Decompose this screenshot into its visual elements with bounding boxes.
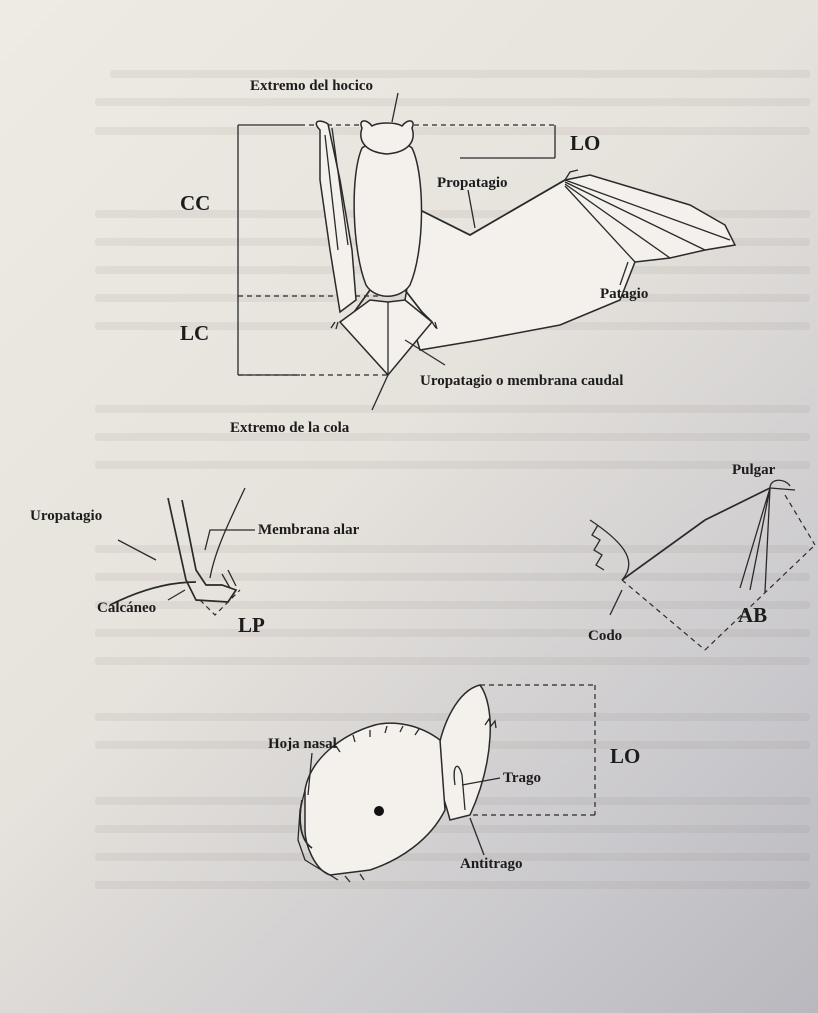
lo-right-bracket — [460, 125, 555, 158]
lower-leg-foot — [168, 498, 236, 602]
label-hoja-nasal: Hoja nasal — [268, 736, 337, 752]
snout-leader — [392, 93, 398, 122]
left-folded-wing — [316, 121, 356, 312]
right-wing-membrane — [405, 175, 735, 350]
calcaneo-leader — [168, 590, 185, 600]
forearm-figure: Pulgar Codo AB — [588, 462, 815, 650]
ab-dashed-measure — [622, 495, 815, 650]
foot-calcaneus-figure: Uropatagio Membrana alar Calcáneo LP — [30, 488, 360, 637]
membrana-alar-leader — [205, 530, 255, 550]
antitrago-leader — [470, 818, 484, 855]
label-antitrago: Antitrago — [460, 856, 523, 872]
label-ab: AB — [738, 603, 767, 627]
tail-membrane — [340, 300, 432, 375]
label-lo-top: LO — [570, 131, 600, 155]
label-propatagio: Propatagio — [437, 175, 508, 191]
label-trago: Trago — [503, 770, 541, 786]
wing-bones-2 — [590, 488, 795, 592]
cc-lc-bracket — [238, 125, 300, 375]
bat-head — [361, 121, 413, 154]
label-patagio: Patagio — [600, 286, 648, 302]
propatagio-leader — [468, 190, 475, 228]
label-calcaneo: Calcáneo — [97, 600, 156, 616]
label-cc: CC — [180, 191, 210, 215]
label-lo-head: LO — [610, 744, 640, 768]
label-lc: LC — [180, 321, 209, 345]
thumb-claw-2 — [770, 480, 790, 488]
bat-full-body-figure: Extremo del hocico LO CC Propatagio Pata… — [180, 78, 735, 436]
label-uropatagio-caudal: Uropatagio o membrana caudal — [420, 373, 623, 389]
label-pulgar: Pulgar — [732, 462, 776, 478]
label-lp: LP — [238, 613, 265, 637]
label-uropatagio: Uropatagio — [30, 508, 102, 524]
bat-body — [354, 141, 421, 297]
label-membrana-alar: Membrana alar — [258, 522, 360, 538]
forearm-bone-2 — [622, 488, 770, 580]
uropatagio-leader-2 — [118, 540, 156, 560]
codo-leader — [610, 590, 622, 615]
label-tail-tip: Extremo de la cola — [230, 420, 350, 436]
bat-head-profile-figure: Hoja nasal LO Trago Antitrago — [268, 685, 640, 882]
eye — [374, 806, 384, 816]
wing-membrane-edge — [210, 488, 245, 578]
label-snout-tip: Extremo del hocico — [250, 78, 373, 94]
tail-tip-leader — [372, 375, 388, 410]
label-codo: Codo — [588, 628, 622, 644]
wing-membrane-fringe — [592, 525, 604, 570]
chin-whiskers — [330, 874, 364, 882]
